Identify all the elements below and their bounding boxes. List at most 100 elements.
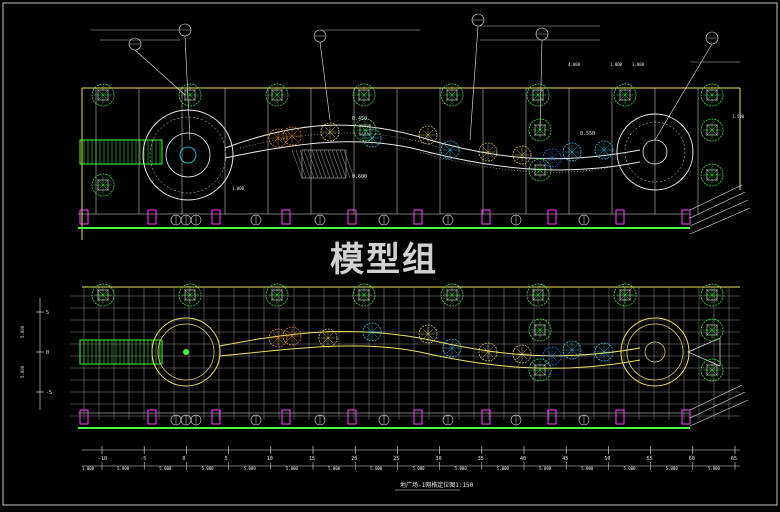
tree-symbol-icon <box>440 140 460 160</box>
dim-label: 5.000 <box>666 466 679 471</box>
planter-icon <box>481 209 491 225</box>
dim-label: 5.000 <box>286 466 299 471</box>
tree-symbol-icon <box>700 358 724 382</box>
grid-tick-x: 5 <box>225 456 228 462</box>
planter-icon <box>211 209 221 225</box>
planter-icon <box>147 209 157 225</box>
dim-label-4: 1.500 <box>732 114 745 119</box>
grid-tick-x: 40 <box>520 456 526 462</box>
tree-symbol-icon <box>170 414 182 426</box>
dim-label: 5.000 <box>370 466 383 471</box>
planter-icon <box>547 409 557 425</box>
dim-label: 5.000 <box>539 466 552 471</box>
planter-icon <box>481 409 491 425</box>
tree-symbol-icon <box>528 318 552 342</box>
planter-icon <box>547 209 557 225</box>
tree-symbol-icon <box>91 283 115 307</box>
grid-tick-x: 50 <box>604 456 610 462</box>
grid-tick-x: 55 <box>647 456 653 462</box>
dim-label: 5.000 <box>581 466 594 471</box>
grid-tick-x: 65 <box>731 456 737 462</box>
tree-symbol-icon <box>418 125 438 145</box>
tree-symbol-icon <box>510 214 522 226</box>
tree-symbol-icon <box>190 214 202 226</box>
tree-symbol-icon <box>378 214 390 226</box>
tree-symbol-icon <box>178 283 202 307</box>
tree-symbol-icon <box>562 340 582 360</box>
tree-symbol-icon <box>362 128 382 148</box>
watermark-logo: 模型组 <box>330 240 438 280</box>
tree-symbol-icon <box>440 83 464 107</box>
tree-symbol-icon <box>250 214 262 226</box>
grid-tick-y: 0 <box>46 350 49 356</box>
tree-symbol-icon <box>268 328 288 348</box>
tree-symbol-icon <box>578 214 590 226</box>
tree-symbol-icon <box>362 322 382 342</box>
grid-tick-x: -10 <box>98 456 107 462</box>
planter-icon <box>79 409 89 425</box>
elev-label-3: 0.550 <box>580 131 595 137</box>
tree-symbol-icon <box>91 173 115 197</box>
dim-label: 5.000 <box>328 466 341 471</box>
tree-symbol-icon <box>352 283 376 307</box>
tree-symbol-icon <box>190 414 202 426</box>
tree-symbol-icon <box>478 342 498 362</box>
tree-symbol-icon <box>594 342 614 362</box>
planter-icon <box>281 409 291 425</box>
tree-symbol-icon <box>178 83 202 107</box>
grid-tick-x: 45 <box>562 456 568 462</box>
sheet-frame <box>2 2 778 506</box>
planter-icon <box>615 209 625 225</box>
dim-label: 5.000 <box>202 466 215 471</box>
tree-symbol-icon <box>314 414 326 426</box>
callout-circle-icon <box>178 23 192 37</box>
tree-symbol-icon <box>180 414 192 426</box>
elev-label-1: 0.600 <box>352 174 367 180</box>
callout-circle-icon <box>705 31 719 45</box>
tree-symbol-icon <box>700 163 724 187</box>
left-dim-label: 5.000 <box>20 365 25 378</box>
callout-circle-icon <box>128 37 142 51</box>
dim-label: 5.000 <box>413 466 426 471</box>
tree-symbol-icon <box>320 122 340 142</box>
tree-symbol-icon <box>512 344 532 364</box>
tree-symbol-icon <box>700 283 724 307</box>
tree-symbol-icon <box>265 83 289 107</box>
grid-tick-x: -5 <box>140 456 146 462</box>
tree-symbol-icon <box>700 83 724 107</box>
tree-symbol-icon <box>418 324 438 344</box>
dim-label: 5.000 <box>455 466 468 471</box>
grid-tick-x: 60 <box>689 456 695 462</box>
left-stair <box>79 139 163 165</box>
tree-symbol-icon <box>526 283 550 307</box>
grid-tick-x: 35 <box>478 456 484 462</box>
dim-label: 1.000 <box>82 466 95 471</box>
grid-tick-y: -5 <box>46 390 52 396</box>
planter-icon <box>79 209 89 225</box>
planter-icon <box>347 209 357 225</box>
dim-label-5: 1.800 <box>232 186 245 191</box>
tree-symbol-icon <box>282 126 302 146</box>
grid-tick-x: 20 <box>351 456 357 462</box>
tree-symbol-icon <box>613 83 637 107</box>
grid-tick-y: 5 <box>46 310 49 316</box>
callout-circle-icon <box>535 27 549 41</box>
tree-symbol-icon <box>510 414 522 426</box>
dim-label: 5.000 <box>624 466 637 471</box>
planter-icon <box>615 409 625 425</box>
upper-site-plan: 0.600 0.450 0.550 4.000 3.000 1.000 1.50… <box>78 13 751 240</box>
dim-label: 5.000 <box>497 466 510 471</box>
elev-label-2: 0.450 <box>352 116 367 122</box>
grid-tick-x: 15 <box>309 456 315 462</box>
tree-symbol-icon <box>594 140 614 160</box>
grid-tick-x: 10 <box>267 456 273 462</box>
tree-symbol-icon <box>613 283 637 307</box>
tree-symbol-icon <box>268 128 288 148</box>
tree-symbol-icon <box>542 148 562 168</box>
tree-symbol-icon <box>528 358 552 382</box>
tree-symbol-icon <box>442 414 454 426</box>
planter-icon <box>413 209 423 225</box>
planter-icon <box>147 409 157 425</box>
tree-symbol-icon <box>265 283 289 307</box>
